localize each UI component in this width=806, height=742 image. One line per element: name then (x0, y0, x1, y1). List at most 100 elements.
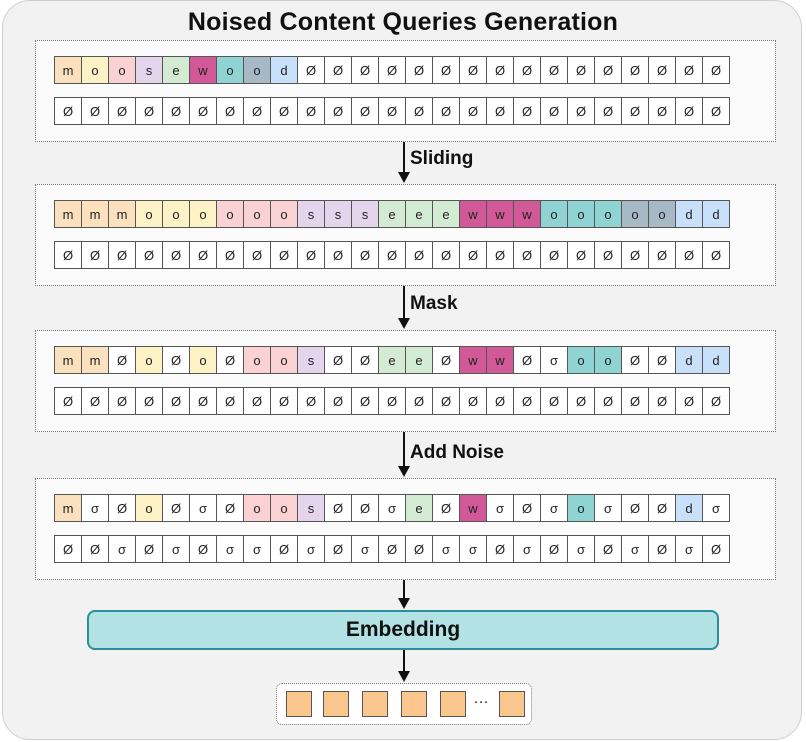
token-cell: Ø (162, 494, 190, 522)
token-cell: s (324, 200, 352, 228)
token-cell: o (270, 200, 298, 228)
token-cell: Ø (621, 97, 649, 125)
token-cell: Ø (189, 97, 217, 125)
step-label-mask: Mask (410, 293, 458, 314)
token-cell: m (54, 200, 82, 228)
token-cell: Ø (135, 387, 163, 415)
token-cell: σ (621, 535, 649, 563)
token-cell: d (675, 494, 703, 522)
token-cell: σ (567, 535, 595, 563)
token-cell: Ø (135, 535, 163, 563)
token-cell: Ø (324, 241, 352, 269)
token-cell: o (243, 56, 271, 84)
token-cell: o (189, 200, 217, 228)
token-cell: e (405, 494, 433, 522)
token-cell: Ø (162, 241, 190, 269)
token-cell: Ø (378, 97, 406, 125)
token-cell: Ø (594, 387, 622, 415)
token-cell: s (297, 494, 325, 522)
token-cell: Ø (432, 241, 460, 269)
token-cell: σ (486, 494, 514, 522)
token-cell: e (378, 200, 406, 228)
token-cell: w (459, 346, 487, 374)
token-cell: Ø (324, 535, 352, 563)
token-cell: Ø (108, 387, 136, 415)
token-cell: Ø (486, 535, 514, 563)
token-cell: Ø (486, 97, 514, 125)
token-cell: m (108, 200, 136, 228)
token-cell: e (405, 346, 433, 374)
token-cell: Ø (297, 387, 325, 415)
step-label-add-noise: Add Noise (410, 442, 504, 463)
token-cell: Ø (324, 494, 352, 522)
token-cell: Ø (594, 97, 622, 125)
token-cell: σ (351, 535, 379, 563)
token-cell: e (162, 56, 190, 84)
token-cell: Ø (621, 56, 649, 84)
token-cell: Ø (567, 56, 595, 84)
ellipsis: … (473, 690, 489, 707)
token-cell: σ (540, 346, 568, 374)
down-arrow-icon (398, 142, 410, 183)
embedding-block: Embedding (87, 610, 719, 650)
token-cell: m (81, 346, 109, 374)
token-cell: o (108, 56, 136, 84)
token-cell: Ø (702, 387, 730, 415)
token-cell: w (459, 200, 487, 228)
token-cell: o (216, 200, 244, 228)
token-cell: Ø (405, 97, 433, 125)
token-cell: Ø (162, 97, 190, 125)
token-cell: s (297, 200, 325, 228)
token-cell: o (567, 200, 595, 228)
token-cell: Ø (594, 535, 622, 563)
token-cell: σ (675, 535, 703, 563)
token-cell: Ø (405, 535, 433, 563)
token-cell: Ø (513, 387, 541, 415)
token-cell: Ø (513, 346, 541, 374)
token-cell: Ø (702, 535, 730, 563)
embedding-vector (323, 691, 349, 717)
token-cell: Ø (243, 387, 271, 415)
token-cell: σ (594, 494, 622, 522)
token-cell: o (135, 494, 163, 522)
token-cell: Ø (81, 97, 109, 125)
token-cell: Ø (351, 97, 379, 125)
token-cell: Ø (621, 346, 649, 374)
token-cell: Ø (540, 387, 568, 415)
token-cell: σ (702, 494, 730, 522)
token-cell: Ø (567, 387, 595, 415)
token-cell: Ø (513, 56, 541, 84)
token-cell: Ø (378, 535, 406, 563)
token-cell: σ (243, 535, 271, 563)
embedding-vector (362, 691, 388, 717)
token-cell: Ø (216, 97, 244, 125)
token-cell: Ø (621, 241, 649, 269)
token-cell: Ø (81, 387, 109, 415)
token-cell: Ø (54, 535, 82, 563)
token-cell: s (351, 200, 379, 228)
token-cell: Ø (675, 387, 703, 415)
token-cell: m (54, 494, 82, 522)
token-cell: o (594, 200, 622, 228)
token-cell: Ø (459, 97, 487, 125)
token-cell: o (648, 200, 676, 228)
token-cell: w (189, 56, 217, 84)
token-cell: Ø (324, 387, 352, 415)
token-cell: e (432, 200, 460, 228)
token-cell: Ø (270, 387, 298, 415)
token-cell: σ (297, 535, 325, 563)
token-cell: Ø (513, 494, 541, 522)
token-cell: Ø (324, 97, 352, 125)
token-cell: Ø (486, 56, 514, 84)
token-cell: Ø (459, 56, 487, 84)
token-cell: Ø (351, 346, 379, 374)
embedding-vector (440, 691, 466, 717)
token-cell: Ø (189, 241, 217, 269)
